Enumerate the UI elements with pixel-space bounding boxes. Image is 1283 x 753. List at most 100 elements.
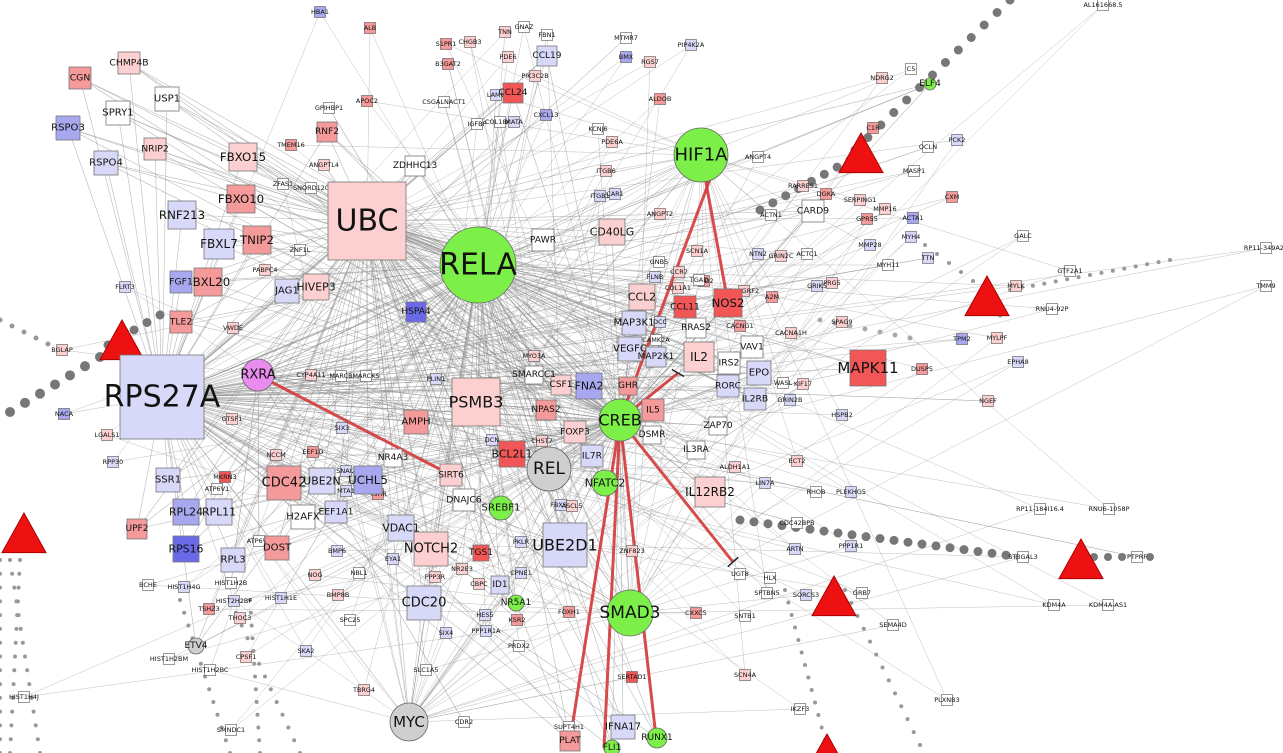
gene-node-mkrn3[interactable]: MKRN3 (213, 471, 237, 483)
hub-node-myc[interactable]: MYC (389, 702, 429, 742)
hub-node-creb1[interactable]: CREB (598, 398, 642, 442)
hub-node-cdc20[interactable]: CDC20 (402, 585, 447, 621)
gene-node-bche[interactable]: BCHE (139, 579, 157, 591)
hub-node-tgs1[interactable]: TGS1 (468, 544, 493, 562)
hub-node-hspa4[interactable]: HSPA4 (401, 301, 431, 323)
gene-node-vwde[interactable]: VWDE (223, 322, 243, 334)
hub-node-ube2n[interactable]: UBE2N (303, 467, 341, 495)
gene-node-plin1[interactable]: PLIN1 (427, 373, 445, 385)
gene-node-mata[interactable]: MATA (505, 116, 523, 128)
gene-node-sema4d[interactable]: SEMA4D (879, 619, 907, 631)
hub-node-zdhhc13[interactable]: ZDHHC13 (393, 155, 437, 177)
hub-node-ccl24[interactable]: CCL24 (498, 82, 528, 104)
gene-node-spc25[interactable]: SPC25 (340, 614, 361, 626)
gene-node-tbrg4[interactable]: TBRG4 (352, 684, 375, 696)
hub-node-epo[interactable]: EPO (746, 360, 772, 386)
gene-node-ascl5[interactable]: ASCL5 (562, 500, 583, 512)
hub-node-elf4[interactable]: ELF4 (919, 77, 941, 91)
hub-node-mapk11[interactable]: MAPK11 (837, 349, 899, 387)
hub-node-rnf2[interactable]: RNF2 (315, 121, 339, 143)
hub-node-jag1[interactable]: JAG1 (274, 278, 300, 304)
hub-node-rnf213[interactable]: RNF213 (159, 200, 205, 230)
gene-node-ndrg2[interactable]: NDRG2 (870, 72, 894, 84)
hub-node-il2[interactable]: IL2 (683, 341, 715, 373)
gene-node-prdx2[interactable]: PRDX2 (508, 640, 530, 652)
gene-node-eya1[interactable]: EYA1 (385, 553, 401, 565)
gene-node-tshz3[interactable]: TSHZ3 (197, 603, 220, 615)
gene-node-epha8[interactable]: EPHA8 (1007, 356, 1029, 368)
hub-node-runx1[interactable]: RUNX1 (641, 727, 673, 749)
gene-node-hes5[interactable]: HES5 (476, 609, 494, 621)
hub-node-ssr1[interactable]: SSR1 (155, 467, 181, 493)
gene-node-serping1[interactable]: SERPING1 (844, 194, 877, 206)
gene-node-snord120[interactable]: SNORD120 (293, 182, 329, 194)
hub-node-map3k1[interactable]: MAP3K1 (613, 310, 655, 336)
hub-node-ccl11[interactable]: CCL11 (670, 295, 700, 319)
gene-node-pck2[interactable]: PCK2 (949, 134, 966, 146)
gene-node-cyp4a11[interactable]: CYP4A11 (296, 369, 326, 381)
hub-node-nr5a1[interactable]: NR5A1 (501, 594, 532, 612)
hub-node-il12rb2[interactable]: IL12RB2 (685, 476, 735, 508)
hub-node-spry1[interactable]: SPRY1 (102, 100, 134, 126)
gene-node-gpr55[interactable]: GPR55 (856, 213, 878, 225)
gene-node-sptbn5[interactable]: SPTBN5 (754, 587, 780, 599)
gene-node-aldob[interactable]: ALDOB (649, 93, 672, 105)
hub-node-dsmr[interactable]: DSMR (639, 425, 666, 445)
hub-node-il5[interactable]: IL5 (641, 398, 665, 422)
gene-node-st3gal3[interactable]: ST3GAL3 (1008, 551, 1038, 563)
gene-node-bmp8b[interactable]: BMP8B (327, 589, 350, 601)
gene-node-sntb1[interactable]: SNTB1 (734, 610, 756, 622)
gene-node-dcn[interactable]: DCN (485, 434, 500, 446)
hub-node-csf1[interactable]: CSF1 (550, 374, 573, 396)
gene-node-hist1h1e[interactable]: HIST1H1E (265, 592, 297, 604)
hub-node-bcl2l1[interactable]: BCL2L1 (492, 440, 533, 468)
hub-node-dost[interactable]: DOST (263, 535, 292, 561)
gene-node-hist1h4j[interactable]: HIST1H4J (9, 691, 39, 703)
hub-node-card9[interactable]: CARD9 (797, 199, 829, 223)
gene-node-kif17[interactable]: KIF17 (794, 378, 812, 390)
gene-node-wasl[interactable]: WASL (774, 377, 793, 389)
gene-node-rnu6-1058p[interactable]: RNU6-1058P (1088, 503, 1130, 515)
gene-node-tmm9[interactable]: TMM9 (1255, 280, 1276, 292)
gene-node-apoc2[interactable]: APOC2 (356, 95, 378, 107)
gene-node-aldh1a1[interactable]: ALDH1A1 (720, 461, 751, 473)
gene-node-ptprf[interactable]: PTPRF (1127, 551, 1147, 563)
gene-node-hist1h2b[interactable]: HIST1H2B (215, 577, 248, 589)
gene-node-acta1[interactable]: ACTA1 (903, 212, 924, 224)
gene-node-hlx[interactable]: HLX (764, 572, 778, 584)
gene-node-znf1l[interactable]: ZNF1L (290, 244, 311, 256)
gene-node-gnb5[interactable]: GNB5 (650, 256, 669, 268)
gene-node-znf823[interactable]: ZNF823 (619, 545, 645, 557)
gene-node-mylk[interactable]: MYLK (1007, 280, 1025, 292)
gene-node-bglap[interactable]: BGLAP (51, 344, 73, 356)
gene-node-naca[interactable]: NACA (55, 408, 74, 420)
hub-node-fbxl7[interactable]: FBXL7 (200, 228, 238, 260)
gene-node-car1[interactable]: CAR1 (606, 188, 624, 200)
hub-node-pawr[interactable]: PAWR (530, 228, 557, 252)
hub-node-id1[interactable]: ID1 (490, 575, 510, 595)
gene-node-cxxc5[interactable]: CXXC5 (685, 607, 707, 619)
gene-node-pde6a[interactable]: PDE6A (601, 136, 623, 148)
hub-node-smarcc1[interactable]: SMARCC1 (512, 365, 556, 385)
gene-node-atp6v0[interactable]: ATP6V0 (247, 535, 272, 547)
hub-node-rps27a[interactable]: RPS27A (104, 354, 221, 440)
gene-node-grin2c[interactable]: GRIN2C (768, 250, 794, 262)
gene-node-chst7[interactable]: CHST7 (531, 435, 553, 447)
gene-node-s1pr1[interactable]: S1PR1 (436, 38, 457, 50)
hub-node-srebf1[interactable]: SREBF1 (482, 495, 521, 521)
gene-node-gtf2a1[interactable]: GTF2A1 (1057, 265, 1083, 277)
gene-node-nr2e3[interactable]: NR2E3 (451, 563, 473, 575)
gene-node-kcnj6[interactable]: KCNJ6 (588, 123, 608, 135)
gene-node-grik5[interactable]: GRIK5 (807, 280, 827, 292)
gene-node-cdc42bpb[interactable]: CDC42BPB (779, 517, 815, 529)
gene-node-gpihbp1[interactable]: GPIHBP1 (315, 102, 343, 114)
gene-node-angpt2[interactable]: ANGPT2 (647, 208, 673, 220)
gene-node-mtmr7[interactable]: MTMR7 (614, 32, 638, 44)
hub-node-rspo3[interactable]: RSPO3 (51, 115, 85, 141)
hub-node-rel[interactable]: REL (526, 446, 572, 492)
hub-node-rpl11[interactable]: RPL11 (202, 498, 236, 526)
gene-node-dgka[interactable]: DGKA (817, 188, 836, 200)
gene-node-myo3a[interactable]: MYO3A (523, 350, 546, 362)
gene-node-dcc[interactable]: DCC (653, 316, 668, 328)
gene-node-hba1[interactable]: HBA1 (311, 6, 329, 18)
